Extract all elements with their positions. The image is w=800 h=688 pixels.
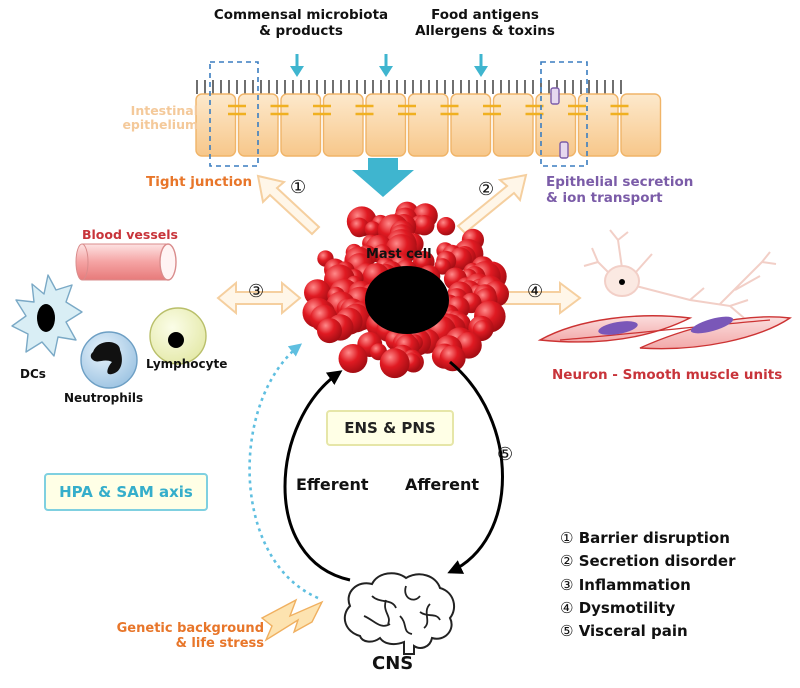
input-arrows <box>290 54 488 77</box>
epithelial-cell <box>280 93 322 157</box>
epithelial-cell <box>322 93 364 157</box>
number-5: ⑤ <box>497 444 514 465</box>
granule <box>379 348 410 379</box>
epithelial-cell <box>365 93 407 157</box>
genetic-stress-label: Genetic background& life stress <box>116 621 264 651</box>
blood-vessels-label: Blood vessels <box>82 227 178 242</box>
hpa-arrow <box>248 343 319 600</box>
brain-icon <box>343 572 456 655</box>
legend-item: ④ Dysmotility <box>560 598 676 617</box>
epithelial-cells <box>195 93 662 157</box>
arrow-barrier <box>256 174 321 236</box>
entry-arrow <box>352 158 414 197</box>
number-4: ④ <box>527 281 544 302</box>
neutrophil <box>80 331 138 389</box>
arrow-dysmotility <box>504 281 582 315</box>
ens-pns-box: ENS & PNS <box>326 410 454 446</box>
granule <box>349 217 370 238</box>
tight-junction-label: Tight junction <box>146 174 253 190</box>
neutrophils-label: Neutrophils <box>64 391 144 405</box>
dcs-label: DCs <box>20 367 46 381</box>
granule <box>414 215 435 236</box>
blood-vessel <box>75 243 177 281</box>
arrow-secretion <box>456 173 528 235</box>
granule <box>364 221 381 238</box>
afferent-label: Afferent <box>405 475 479 494</box>
lymphocyte-label: Lymphocyte <box>146 357 228 371</box>
efferent-label: Efferent <box>296 475 369 494</box>
number-2: ② <box>478 179 495 200</box>
epithelial-cell <box>577 93 619 157</box>
granule <box>317 318 342 344</box>
efferent-arrow <box>283 370 351 582</box>
epithelial-cell <box>407 93 449 157</box>
epithelial-cell <box>620 93 662 157</box>
number-3: ③ <box>248 281 265 302</box>
legend-item: ③ Inflammation <box>560 575 691 594</box>
neuron <box>583 229 777 319</box>
afferent-arrow <box>447 360 504 574</box>
legend-item: ① Barrier disruption <box>560 529 730 547</box>
legend: ① Barrier disruption ② Secretion disorde… <box>560 529 736 646</box>
granule <box>338 344 368 373</box>
legend-item: ② Secretion disorder <box>560 552 736 571</box>
mast-cell-nucleus <box>365 266 449 334</box>
dendritic-cell <box>11 274 83 357</box>
epithelial-cell <box>492 93 534 157</box>
mast-cell-label: Mast cell <box>366 247 432 262</box>
arrow-inflammation <box>216 280 302 316</box>
microbiota-label: Commensal microbiota& products <box>213 7 389 39</box>
neuron-muscle-label: Neuron - Smooth muscle units <box>552 367 783 383</box>
smooth-muscle <box>537 315 792 350</box>
epithelial-cell <box>195 93 237 157</box>
lymphocyte <box>149 307 207 365</box>
secretion-label: Epithelial secretion& ion transport <box>546 174 694 206</box>
legend-item: ⑤ Visceral pain <box>560 622 688 640</box>
granule <box>472 320 493 340</box>
vesicle <box>550 87 560 105</box>
granule <box>436 217 456 236</box>
hpa-sam-box: HPA & SAM axis <box>44 473 208 511</box>
tight-junction-highlight <box>209 61 259 167</box>
epithelial-cell <box>450 93 492 157</box>
cns-label: CNS <box>372 653 414 674</box>
secretion-highlight <box>540 61 588 167</box>
number-1: ① <box>290 177 307 198</box>
tight-junctions <box>228 104 629 116</box>
granule <box>439 345 466 372</box>
vesicle <box>559 141 569 159</box>
lightning-icon <box>260 598 324 642</box>
microvilli <box>196 80 622 94</box>
